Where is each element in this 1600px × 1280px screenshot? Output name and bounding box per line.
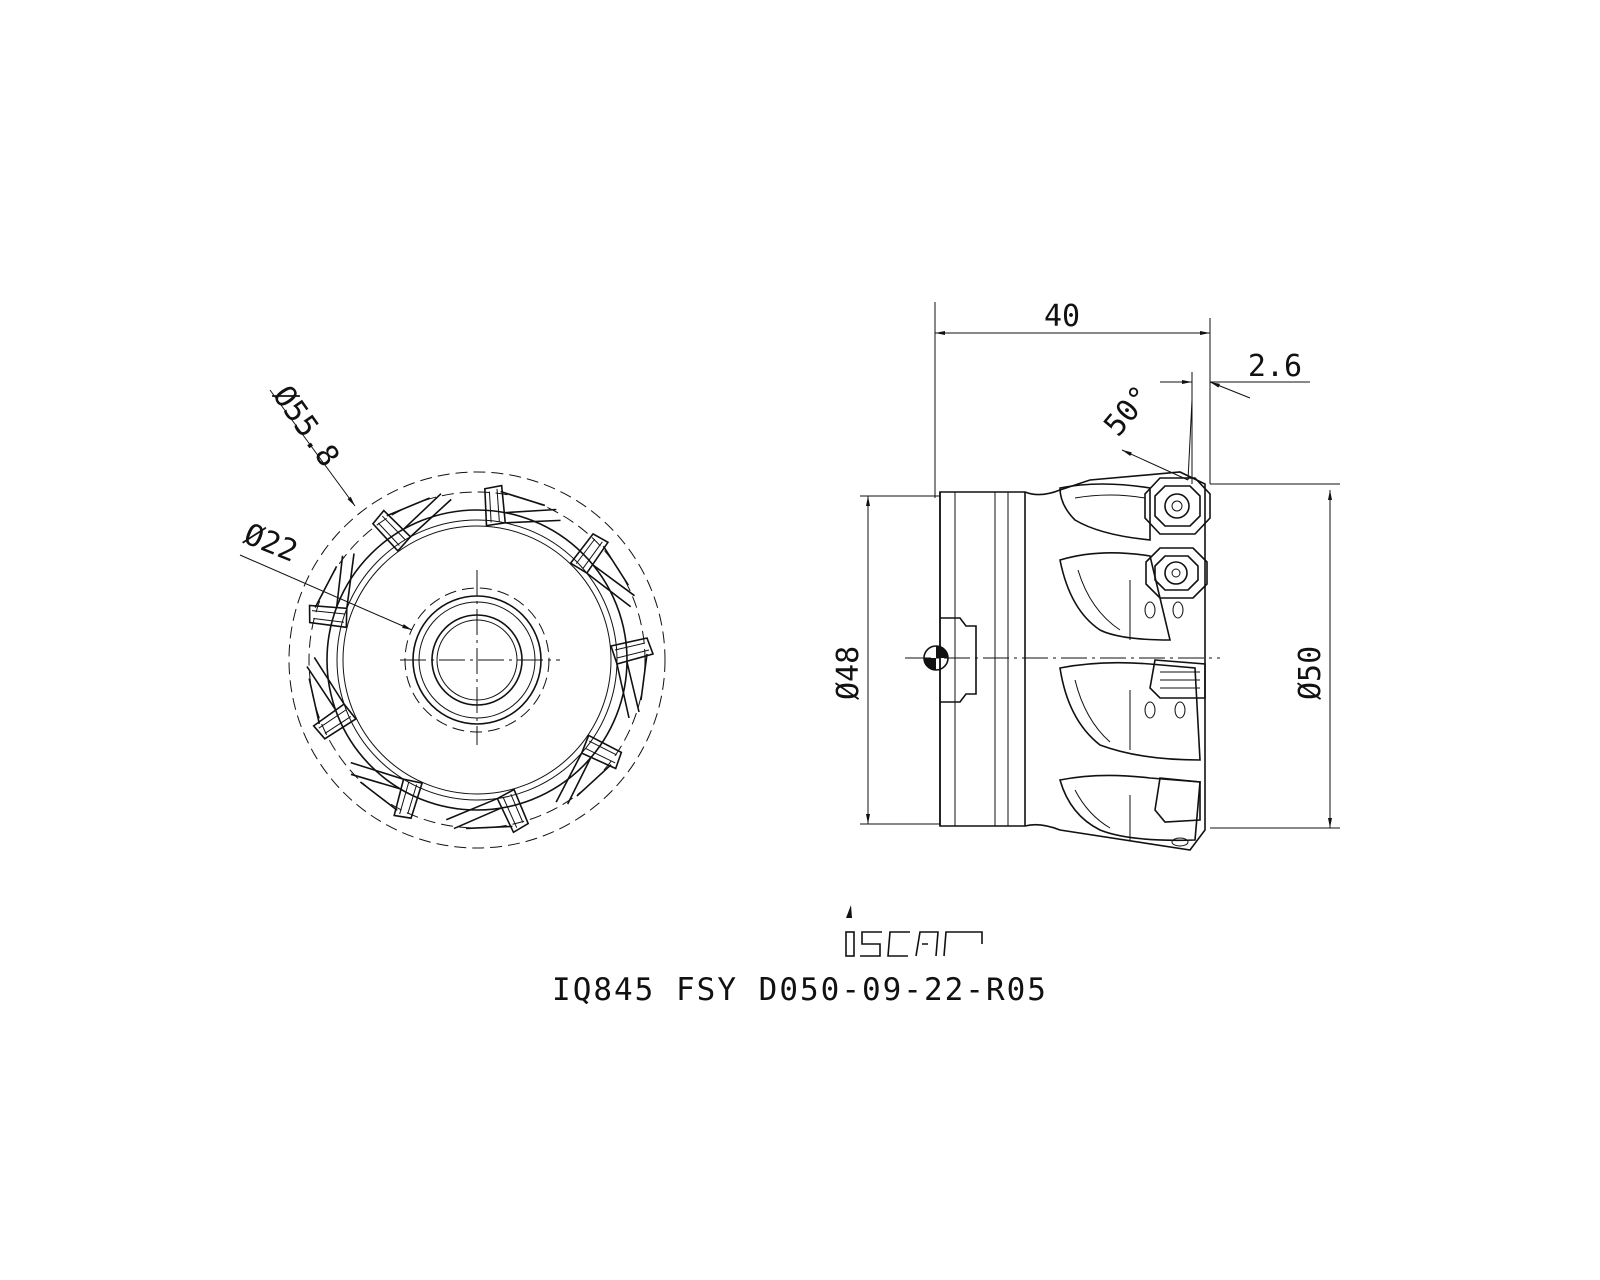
shank-outline [939,471,1206,851]
outer-diameter-label: Ø55.8 [265,380,345,474]
screw-hole-2 [1172,601,1184,619]
insert-pocket [371,493,452,553]
side-view: 40 2.6 50° Ø48 Ø50 [831,299,1340,851]
logo-letter-c [887,931,910,957]
insert-pocket [484,484,561,527]
angle-label: 50° [1097,379,1159,443]
coolant-symbol-fill-2 [924,658,936,670]
insert-pocket [308,553,355,629]
insert-pocket [609,637,655,719]
insert-bottom [1154,777,1201,847]
insert-pocket [350,761,424,820]
bore-diameter-label: Ø22 [239,517,302,570]
body-face-edge [342,525,612,795]
insert-third [1144,659,1206,719]
flute-2 [1059,552,1172,641]
length-label: 40 [1044,299,1080,334]
cut-dia-label: Ø50 [1293,646,1328,700]
logo-letter-i [845,931,855,957]
outer-diameter-leader [269,389,356,507]
insert-pocket [306,657,358,740]
front-view: Ø55.8 Ø22 [239,380,666,849]
angle-leader [1121,449,1189,481]
insert-top [1144,477,1211,535]
logo-dot [846,905,852,918]
bore-diameter-leader [239,554,413,631]
flute-4 [1058,774,1201,842]
product-code: IQ845 FSY D050-09-22-R05 [552,972,1048,1008]
insert-pocket [555,734,623,805]
insert-pocket [445,788,530,834]
flute-3 [1059,661,1201,761]
screw-hole-1 [1144,601,1156,619]
logo-letter-r [943,931,983,957]
iscar-logo [845,905,983,957]
logo-letter-s [860,931,882,957]
angle-ext [1187,399,1193,481]
flute-1 [1059,483,1151,541]
insert-pocket [569,532,636,608]
offset-arrow-right [1209,381,1251,399]
insert-second [1145,547,1208,599]
keyway-slot [940,617,977,703]
insert-pockets [306,484,655,834]
logo-letter-a [915,931,939,957]
offset-label: 2.6 [1248,349,1302,384]
coolant-symbol-fill-1 [936,646,948,658]
body-inner-edge [336,519,618,801]
outer-diameter-circle [288,471,666,849]
body-dia-label: Ø48 [831,646,866,700]
body-outline [326,509,628,811]
